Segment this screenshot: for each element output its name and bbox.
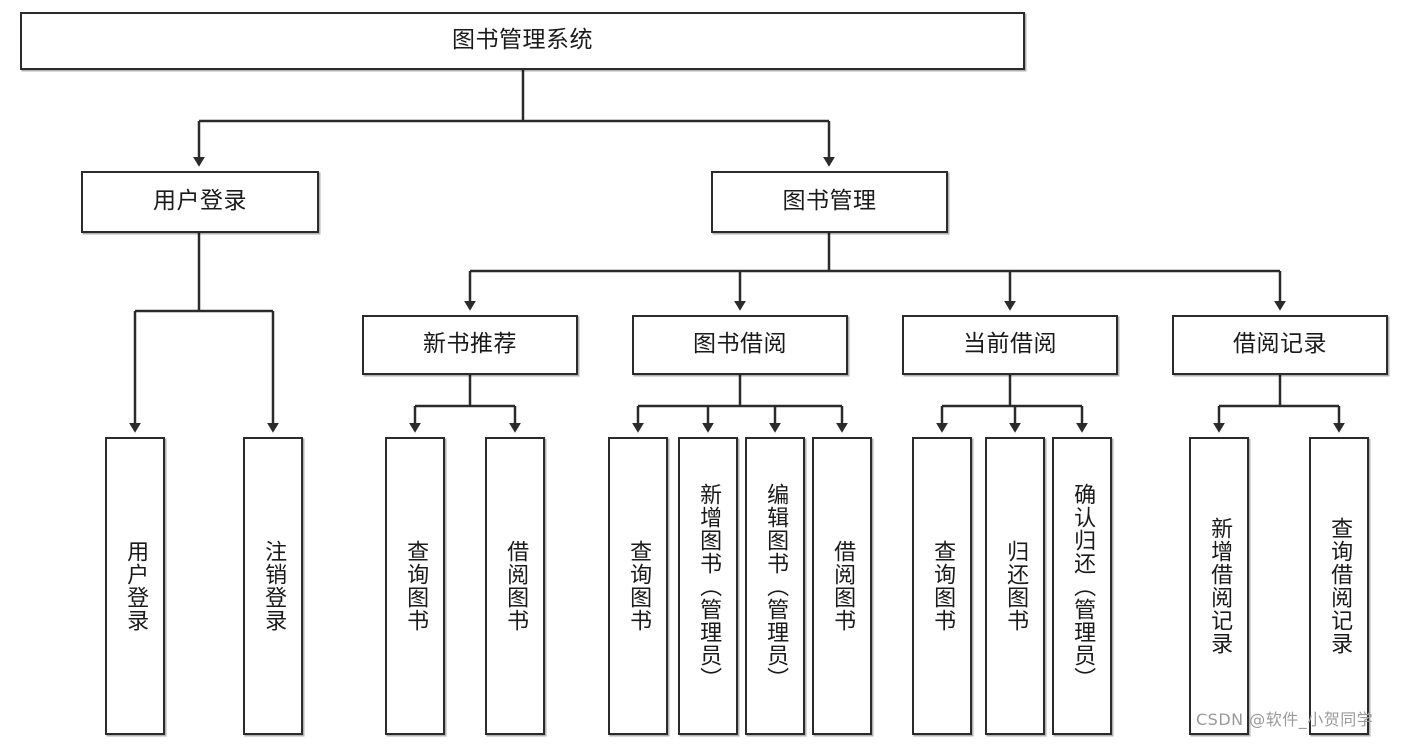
leaf-borrow-book[interactable]: 借阅图书 bbox=[812, 437, 872, 735]
leaf-confirm-return[interactable]: 确认归还（管理员） bbox=[1052, 437, 1112, 735]
leaf-add-book[interactable]: 新增图书（管理员） bbox=[678, 437, 738, 735]
leaf-add-record-label: 新增借阅记录 bbox=[1207, 517, 1233, 655]
edge-bookborrow-to-leaves bbox=[632, 375, 848, 433]
leaf-borrow-book-rec[interactable]: 借阅图书 bbox=[485, 437, 545, 735]
leaf-confirm-return-label: 确认归还（管理员） bbox=[1070, 482, 1096, 690]
leaf-add-record[interactable]: 新增借阅记录 bbox=[1189, 437, 1249, 735]
leaf-user-login-label: 用户登录 bbox=[123, 540, 149, 632]
leaf-query-book-borrow-label: 查询图书 bbox=[626, 540, 652, 632]
edge-root-to-level2 bbox=[193, 70, 835, 167]
node-book-borrow[interactable]: 图书借阅 bbox=[632, 315, 848, 375]
leaf-query-book-borrow[interactable]: 查询图书 bbox=[608, 437, 668, 735]
leaf-logout-label: 注销登录 bbox=[261, 540, 287, 632]
node-current-borrow-label: 当前借阅 bbox=[963, 331, 1057, 358]
node-new-book-recommend[interactable]: 新书推荐 bbox=[362, 315, 578, 375]
leaf-borrow-book-label: 借阅图书 bbox=[830, 540, 856, 632]
leaf-user-login[interactable]: 用户登录 bbox=[105, 437, 165, 735]
leaf-query-book-rec[interactable]: 查询图书 bbox=[385, 437, 445, 735]
node-user-login[interactable]: 用户登录 bbox=[81, 171, 319, 233]
node-book-management-label: 图书管理 bbox=[782, 188, 877, 215]
node-borrow-record-label: 借阅记录 bbox=[1233, 331, 1327, 358]
edge-userlogin-to-leaves bbox=[129, 233, 279, 433]
leaf-query-book-current[interactable]: 查询图书 bbox=[912, 437, 972, 735]
leaf-borrow-book-rec-label: 借阅图书 bbox=[503, 540, 529, 632]
node-book-borrow-label: 图书借阅 bbox=[693, 331, 787, 358]
leaf-query-record[interactable]: 查询借阅记录 bbox=[1309, 437, 1369, 735]
edge-currentborrow-to-leaves bbox=[936, 375, 1088, 433]
node-borrow-record[interactable]: 借阅记录 bbox=[1172, 315, 1388, 375]
edge-bookmgmt-to-level3 bbox=[464, 233, 1286, 311]
node-user-login-label: 用户登录 bbox=[153, 188, 247, 215]
leaf-query-book-current-label: 查询图书 bbox=[930, 540, 956, 632]
leaf-edit-book[interactable]: 编辑图书（管理员） bbox=[745, 437, 805, 735]
node-book-management[interactable]: 图书管理 bbox=[711, 171, 948, 233]
leaf-logout[interactable]: 注销登录 bbox=[243, 437, 303, 735]
watermark: CSDN @软件_小贺同学 bbox=[1196, 710, 1374, 729]
leaf-query-book-rec-label: 查询图书 bbox=[403, 540, 429, 632]
leaf-add-book-label: 新增图书（管理员） bbox=[696, 482, 722, 690]
edge-borrowrecord-to-leaves bbox=[1213, 375, 1345, 433]
node-current-borrow[interactable]: 当前借阅 bbox=[902, 315, 1118, 375]
node-root-label: 图书管理系统 bbox=[452, 27, 593, 54]
node-new-book-recommend-label: 新书推荐 bbox=[423, 331, 517, 358]
node-root[interactable]: 图书管理系统 bbox=[20, 12, 1025, 70]
leaf-query-record-label: 查询借阅记录 bbox=[1327, 517, 1353, 655]
edge-newbook-to-leaves bbox=[409, 375, 521, 433]
leaf-edit-book-label: 编辑图书（管理员） bbox=[763, 482, 789, 690]
leaf-return-book[interactable]: 归还图书 bbox=[985, 437, 1045, 735]
leaf-return-book-label: 归还图书 bbox=[1003, 540, 1029, 632]
